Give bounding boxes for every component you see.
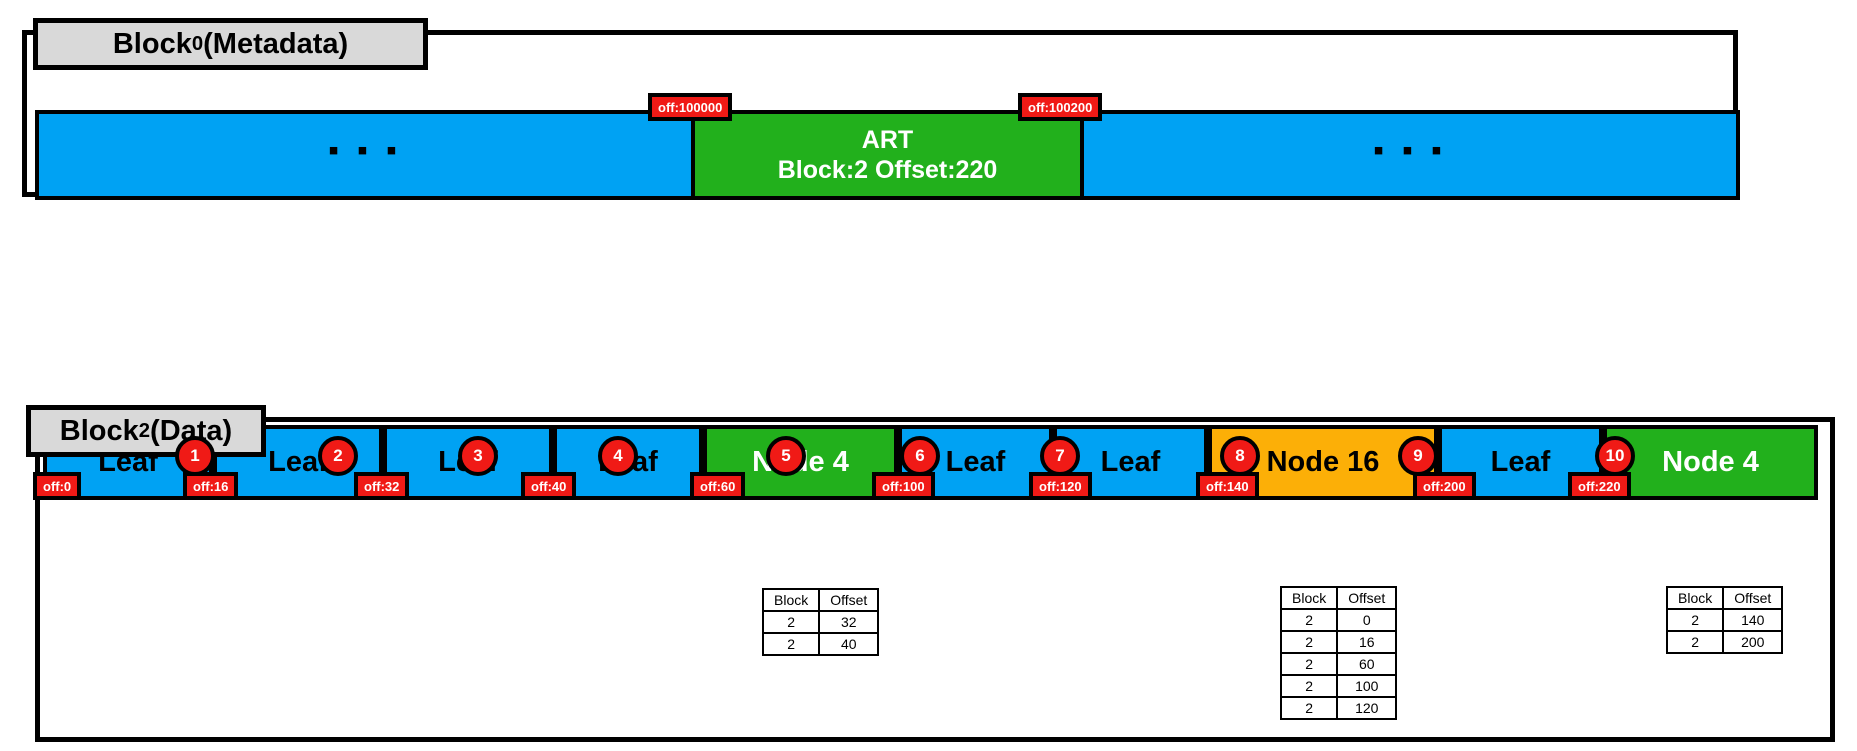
metadata-segment-art: ART Block:2 Offset:220: [691, 110, 1084, 200]
column-header-offset: Offset: [818, 588, 880, 612]
cell-block: 2: [761, 632, 821, 656]
offset-tag-100200: off:100200: [1018, 93, 1103, 121]
column-header-block: Block: [1279, 586, 1339, 610]
offset-tag-100000: off:100000: [648, 93, 733, 121]
cell-offset: 120: [1336, 696, 1398, 720]
badge-6[interactable]: 6: [900, 436, 940, 476]
table-row: 2 0: [1279, 608, 1398, 632]
offset-tag-140: off:140: [1196, 472, 1259, 500]
art-title: ART: [861, 125, 914, 154]
pointer-table-node16-8: Block Offset 2 0 2 16 2 60 2 100 2 120: [1279, 586, 1398, 720]
column-header-offset: Offset: [1722, 586, 1784, 610]
cell-block: 2: [1279, 630, 1339, 654]
offset-tag-220: off:220: [1568, 472, 1631, 500]
data-title-subscript: 2: [138, 419, 151, 442]
cell-offset: 16: [1336, 630, 1398, 654]
pointer-table-node4-10: Block Offset 2 140 2 200: [1665, 586, 1784, 654]
cell-offset: 32: [818, 610, 880, 634]
data-cell-node4-10[interactable]: Node 4: [1603, 425, 1818, 500]
cell-block: 2: [1279, 608, 1339, 632]
table-header-row: Block Offset: [1279, 586, 1398, 610]
cell-label: Leaf: [1490, 446, 1551, 478]
cell-offset: 60: [1336, 652, 1398, 676]
ellipsis-icon: ▪ ▪ ▪: [328, 134, 402, 167]
cell-label: Leaf: [945, 446, 1006, 478]
metadata-segment-strip: ▪ ▪ ▪ ART Block:2 Offset:220 ▪ ▪ ▪: [35, 110, 1740, 200]
table-row: 2 200: [1665, 630, 1784, 654]
table-row: 2 40: [761, 632, 880, 656]
metadata-title-suffix: (Metadata): [203, 27, 349, 60]
cell-label: Node 4: [1662, 446, 1759, 478]
cell-offset: 100: [1336, 674, 1398, 698]
table-header-row: Block Offset: [1665, 586, 1784, 610]
metadata-title-subscript: 0: [191, 32, 204, 55]
offset-tag-0: off:0: [33, 472, 82, 500]
badge-8[interactable]: 8: [1220, 436, 1260, 476]
badge-4[interactable]: 4: [598, 436, 638, 476]
cell-block: 2: [1279, 652, 1339, 676]
column-header-block: Block: [1665, 586, 1725, 610]
cell-block: 2: [1665, 630, 1725, 654]
offset-tag-60: off:60: [690, 472, 746, 500]
data-title-main: Block: [59, 414, 139, 447]
cell-offset: 200: [1722, 630, 1784, 654]
cell-offset: 140: [1722, 608, 1784, 632]
metadata-segment-ellipsis-right: ▪ ▪ ▪: [1080, 110, 1740, 200]
data-block-container: [35, 417, 1835, 742]
pointer-table-node4-5: Block Offset 2 32 2 40: [761, 588, 880, 656]
column-header-block: Block: [761, 588, 821, 612]
table-row: 2 120: [1279, 696, 1398, 720]
cell-block: 2: [761, 610, 821, 634]
cell-label: Leaf: [1100, 446, 1161, 478]
cell-block: 2: [1279, 696, 1339, 720]
table-row: 2 100: [1279, 674, 1398, 698]
badge-2[interactable]: 2: [318, 436, 358, 476]
table-header-row: Block Offset: [761, 588, 880, 612]
art-segment-label: ART Block:2 Offset:220: [778, 125, 998, 186]
cell-block: 2: [1279, 674, 1339, 698]
offset-tag-200: off:200: [1413, 472, 1476, 500]
table-row: 2 60: [1279, 652, 1398, 676]
metadata-segment-ellipsis-left: ▪ ▪ ▪: [35, 110, 695, 200]
badge-9[interactable]: 9: [1398, 436, 1438, 476]
table-row: 2 140: [1665, 608, 1784, 632]
badge-7[interactable]: 7: [1040, 436, 1080, 476]
cell-label: Leaf: [268, 446, 328, 478]
column-header-offset: Offset: [1336, 586, 1398, 610]
cell-offset: 40: [818, 632, 880, 656]
badge-1[interactable]: 1: [175, 436, 215, 476]
cell-block: 2: [1665, 608, 1725, 632]
cell-offset: 0: [1336, 608, 1398, 632]
offset-tag-120: off:120: [1029, 472, 1092, 500]
offset-tag-40: off:40: [521, 472, 577, 500]
table-row: 2 16: [1279, 630, 1398, 654]
ellipsis-icon: ▪ ▪ ▪: [1373, 134, 1447, 167]
offset-tag-100: off:100: [872, 472, 935, 500]
art-pointer: Block:2 Offset:220: [777, 156, 998, 184]
offset-tag-16: off:16: [183, 472, 239, 500]
table-row: 2 32: [761, 610, 880, 634]
metadata-title-main: Block: [112, 27, 192, 60]
badge-10[interactable]: 10: [1595, 436, 1635, 476]
badge-5[interactable]: 5: [766, 436, 806, 476]
badge-3[interactable]: 3: [458, 436, 498, 476]
offset-tag-32: off:32: [354, 472, 410, 500]
cell-label: Node 16: [1266, 446, 1380, 478]
